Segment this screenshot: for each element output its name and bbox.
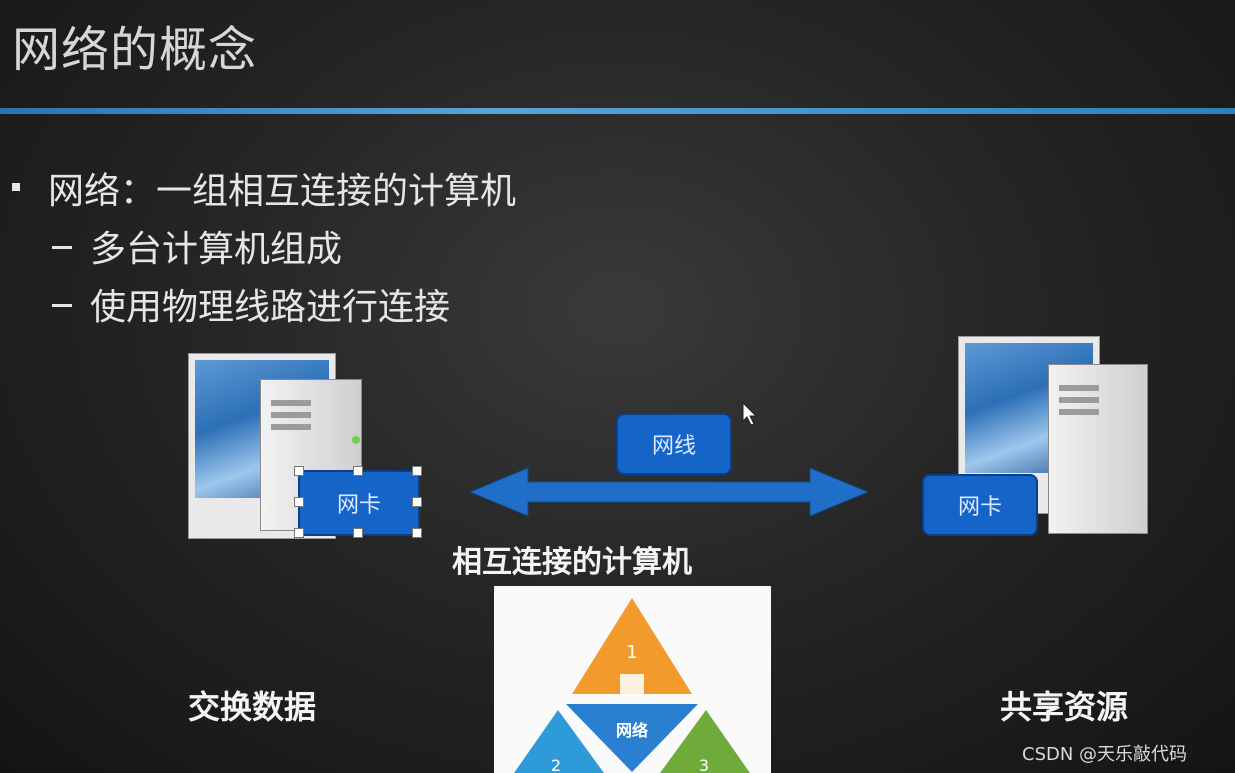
pyramid-center-segment bbox=[566, 704, 698, 772]
resize-handle[interactable] bbox=[294, 466, 304, 476]
resize-handle[interactable] bbox=[412, 466, 422, 476]
watermark-text: CSDN @天乐敲代码 bbox=[1022, 744, 1188, 765]
mouse-cursor-icon bbox=[742, 402, 758, 426]
left-nic-box[interactable]: 网卡 bbox=[298, 470, 420, 536]
pyramid-top-number: 1 bbox=[626, 642, 637, 663]
pyramid-svg: 1 网络 2 3 bbox=[514, 598, 750, 773]
rotate-handle[interactable] bbox=[352, 436, 360, 444]
bullet-sub-1: 多台计算机组成 bbox=[52, 220, 342, 272]
pyramid-top-segment bbox=[572, 598, 692, 694]
square-bullet-icon bbox=[12, 183, 20, 191]
dash-bullet-icon bbox=[52, 303, 72, 307]
resize-handle[interactable] bbox=[294, 497, 304, 507]
bullet-main: 网络：一组相互连接的计算机 bbox=[12, 162, 516, 214]
pyramid-graphic: 1 网络 2 3 bbox=[494, 586, 771, 773]
pyramid-bottom-right-segment bbox=[660, 710, 750, 773]
left-label: 交换数据 bbox=[188, 688, 317, 726]
pyramid-arrow-up bbox=[620, 674, 644, 696]
resize-handle[interactable] bbox=[412, 528, 422, 538]
title-divider bbox=[0, 108, 1235, 114]
resize-handle[interactable] bbox=[412, 497, 422, 507]
resize-handle[interactable] bbox=[353, 466, 363, 476]
dash-bullet-icon bbox=[52, 245, 72, 249]
pyramid-bottom-left-number: 2 bbox=[551, 756, 561, 773]
resize-handle[interactable] bbox=[294, 528, 304, 538]
diagram-caption: 相互连接的计算机 bbox=[452, 545, 692, 580]
bullet-main-text: 网络：一组相互连接的计算机 bbox=[48, 171, 517, 212]
resize-handle[interactable] bbox=[353, 528, 363, 538]
double-arrow-icon bbox=[470, 467, 870, 517]
bullet-sub-2-text: 使用物理线路进行连接 bbox=[90, 287, 451, 328]
slide-title: 网络的概念 bbox=[12, 22, 258, 78]
bullet-sub-2: 使用物理线路进行连接 bbox=[52, 278, 450, 330]
pyramid-bottom-left-segment bbox=[514, 710, 604, 773]
pyramid-bottom-right-number: 3 bbox=[699, 756, 709, 773]
right-label: 共享资源 bbox=[1000, 688, 1129, 726]
pc-tower-icon bbox=[1048, 364, 1148, 534]
pyramid-center-label: 网络 bbox=[616, 721, 648, 740]
bullet-sub-1-text: 多台计算机组成 bbox=[90, 229, 343, 270]
right-nic-box: 网卡 bbox=[922, 474, 1038, 536]
cable-label-box: 网线 bbox=[616, 413, 732, 475]
